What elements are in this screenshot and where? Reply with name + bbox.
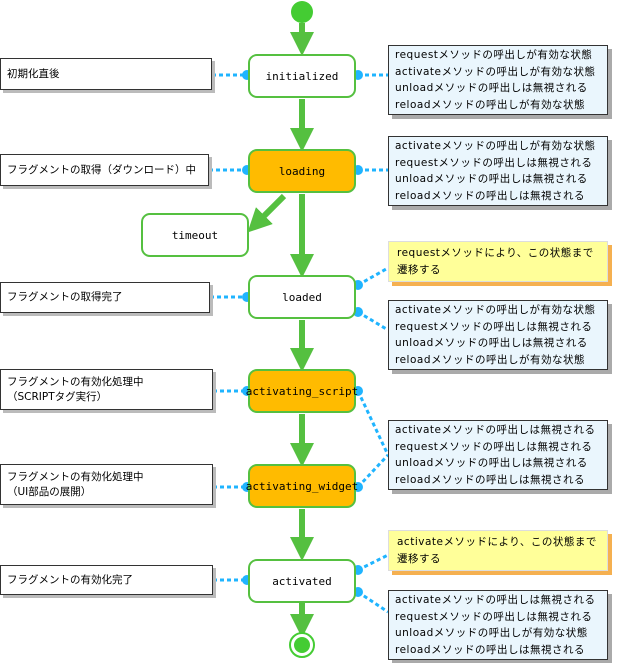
state-activating-script: activating_script (246, 369, 358, 413)
state-activating-widget: activating_widget (246, 464, 358, 508)
state-activated: activated (248, 559, 356, 603)
end-node (289, 632, 315, 658)
state-timeout: timeout (141, 213, 249, 257)
note-activated: activateメソッドにより、この状態まで遷移する (388, 530, 608, 571)
note-loaded: requestメソッドにより、この状態まで遷移する (388, 241, 608, 282)
label-activated: フラグメントの有効化完了 (0, 565, 213, 595)
label-activating-widget: フラグメントの有効化処理中（UI部品の展開） (0, 464, 213, 505)
label-activating-script: フラグメントの有効化処理中（SCRIPTタグ実行） (0, 369, 213, 410)
state-initialized: initialized (248, 54, 356, 98)
arrow-loading-timeout (247, 193, 287, 233)
state-loaded: loaded (248, 275, 356, 319)
label-initialized: 初期化直後 (0, 58, 212, 90)
start-node (291, 1, 313, 23)
label-loading: フラグメントの取得（ダウンロード）中 (0, 154, 209, 186)
label-loaded: フラグメントの取得完了 (0, 282, 210, 313)
state-loading: loading (248, 149, 356, 193)
